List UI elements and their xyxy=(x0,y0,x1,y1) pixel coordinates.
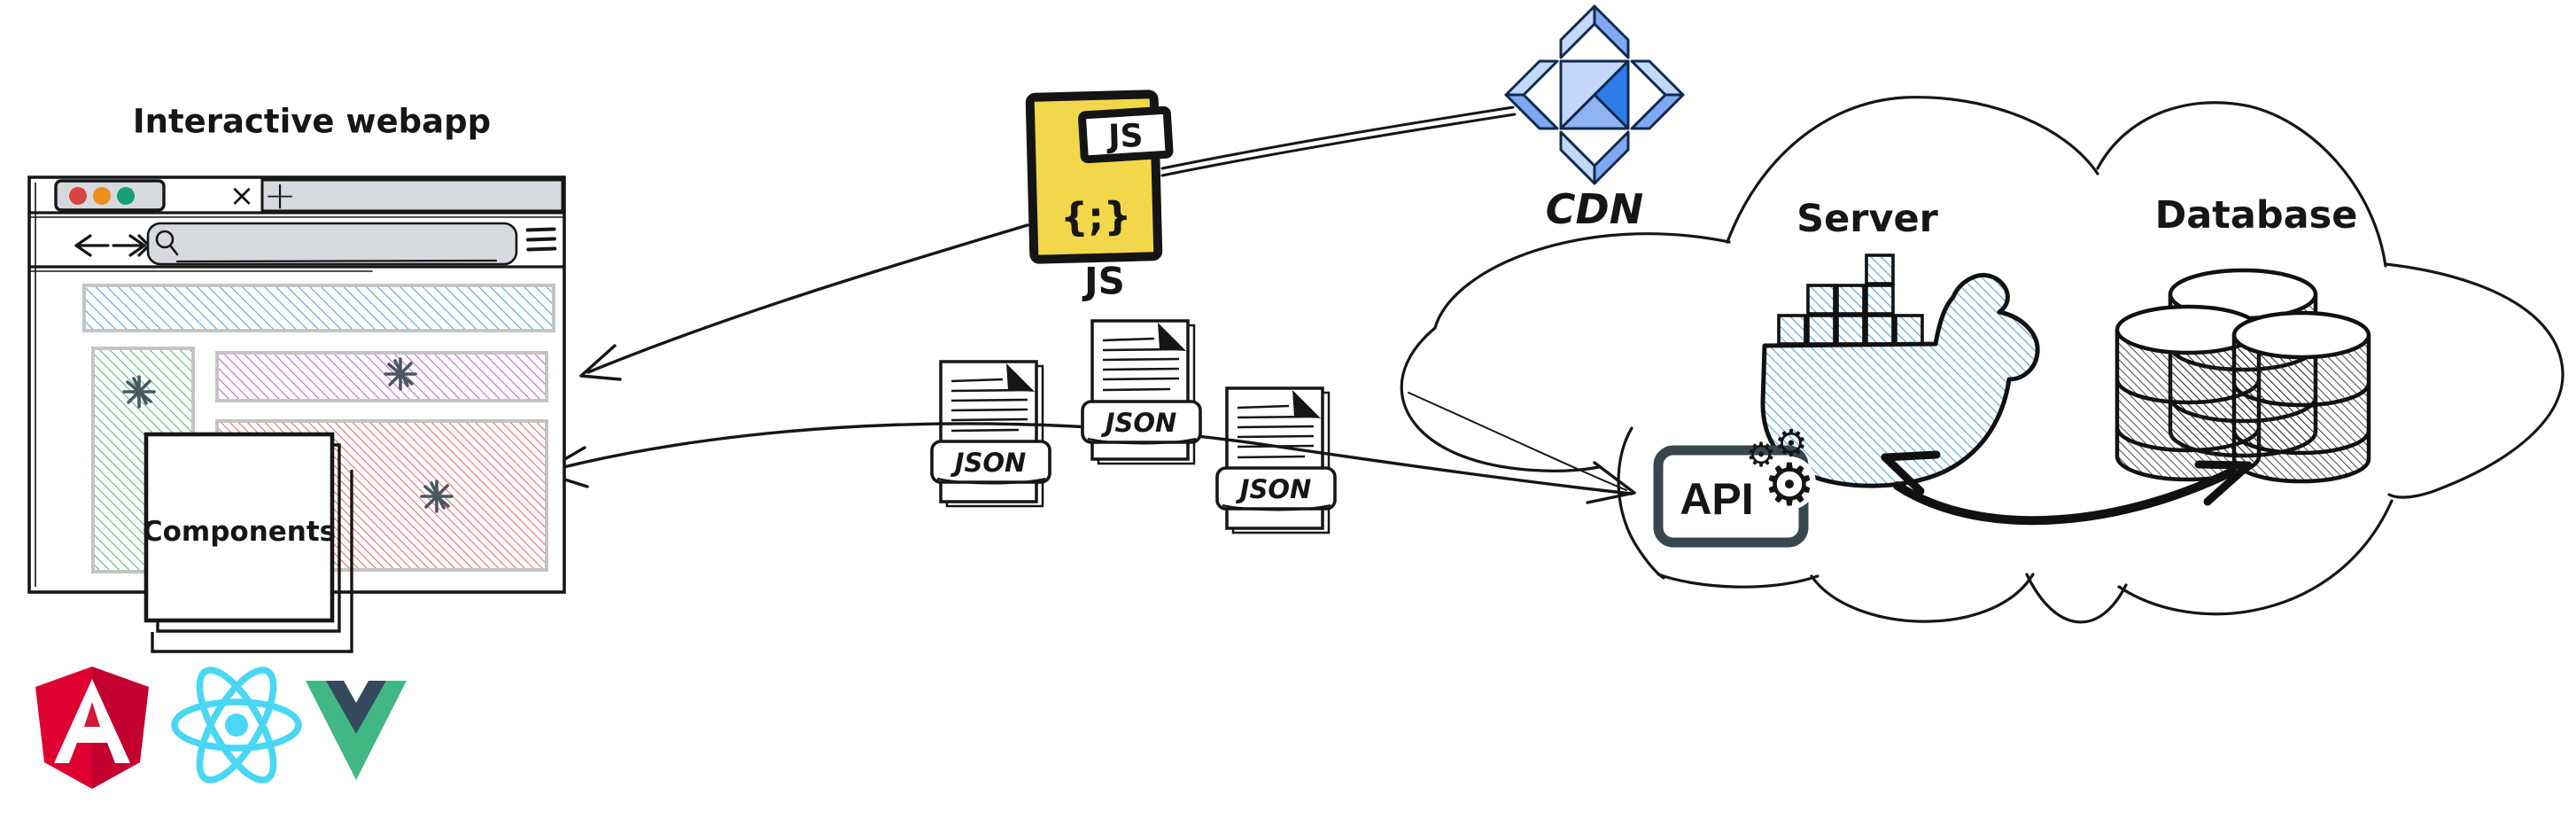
framework-logos xyxy=(35,667,407,789)
components-card: Components xyxy=(143,432,353,653)
docker-container-blocks xyxy=(1777,254,1924,346)
json-label: JSON xyxy=(1236,474,1312,504)
cloud-outline xyxy=(1400,96,2564,624)
back-icon xyxy=(74,234,110,257)
api-icon: API ⚙ ⚙ ⚙ xyxy=(1653,422,1816,548)
address-bar xyxy=(146,222,518,266)
menu-icon xyxy=(525,227,557,252)
scribble-star-icon xyxy=(122,375,156,409)
react-logo xyxy=(171,667,302,784)
json-label: JSON xyxy=(1101,408,1177,438)
json-banner: JSON xyxy=(930,440,1051,485)
db-cylinder-left xyxy=(2114,304,2262,482)
page-title: Interactive webapp xyxy=(133,103,491,141)
arrow-server-db xyxy=(1881,450,2253,526)
hero-bar-skeleton xyxy=(82,284,555,332)
components-label: Components xyxy=(143,516,336,548)
scribble-star-icon xyxy=(384,357,417,391)
link-js-to-cdn xyxy=(1160,105,1517,177)
js-caption: JS xyxy=(1082,260,1125,303)
page-fold-icon xyxy=(1292,390,1321,418)
gear-icon: ⚙ xyxy=(1763,451,1815,519)
page-fold-icon xyxy=(1006,363,1035,392)
tab-bar: × + xyxy=(29,174,564,219)
forward-icon xyxy=(112,234,151,257)
json-banner: JSON xyxy=(1215,466,1337,511)
tab-strip xyxy=(260,178,564,213)
json-banners: JSON JSON JSON xyxy=(930,400,1337,511)
cdn-label: CDN xyxy=(1546,185,1643,233)
angular-logo xyxy=(35,667,149,789)
new-tab-icon: + xyxy=(264,174,297,219)
gear-icon: ⚙ xyxy=(1746,435,1776,474)
close-traffic-icon xyxy=(69,187,87,205)
gear-icon: ⚙ xyxy=(1774,422,1808,465)
gear-halo xyxy=(1763,456,1816,510)
json-banner: JSON xyxy=(1081,400,1202,445)
database-icon xyxy=(2114,268,2371,484)
js-code-glyph: {;} xyxy=(1059,193,1132,240)
vue-logo xyxy=(306,681,407,780)
js-file-icon: JS {;} xyxy=(1025,90,1174,264)
json-file-icon xyxy=(939,360,1044,508)
db-cylinder-right xyxy=(2231,310,2371,484)
js-badge: JS xyxy=(1106,118,1144,155)
row-skeleton xyxy=(215,351,548,402)
cdn-icon xyxy=(1504,4,1685,185)
scribble-star-icon xyxy=(420,480,454,513)
browser-window: × + xyxy=(27,174,566,653)
api-label: API xyxy=(1680,474,1753,524)
arrow-js-to-browser xyxy=(579,223,1029,381)
json-label: JSON xyxy=(950,448,1027,478)
search-icon xyxy=(155,230,179,256)
database-label: Database xyxy=(2155,193,2358,238)
nav-bar xyxy=(27,222,566,272)
maximize-traffic-icon xyxy=(117,187,135,205)
server-label: Server xyxy=(1796,197,1939,241)
json-file-icon xyxy=(1225,386,1331,534)
components-sheet xyxy=(144,432,335,623)
page-fold-icon xyxy=(1158,323,1186,351)
tab-close-icon: × xyxy=(229,178,255,214)
minimize-traffic-icon xyxy=(93,187,111,205)
